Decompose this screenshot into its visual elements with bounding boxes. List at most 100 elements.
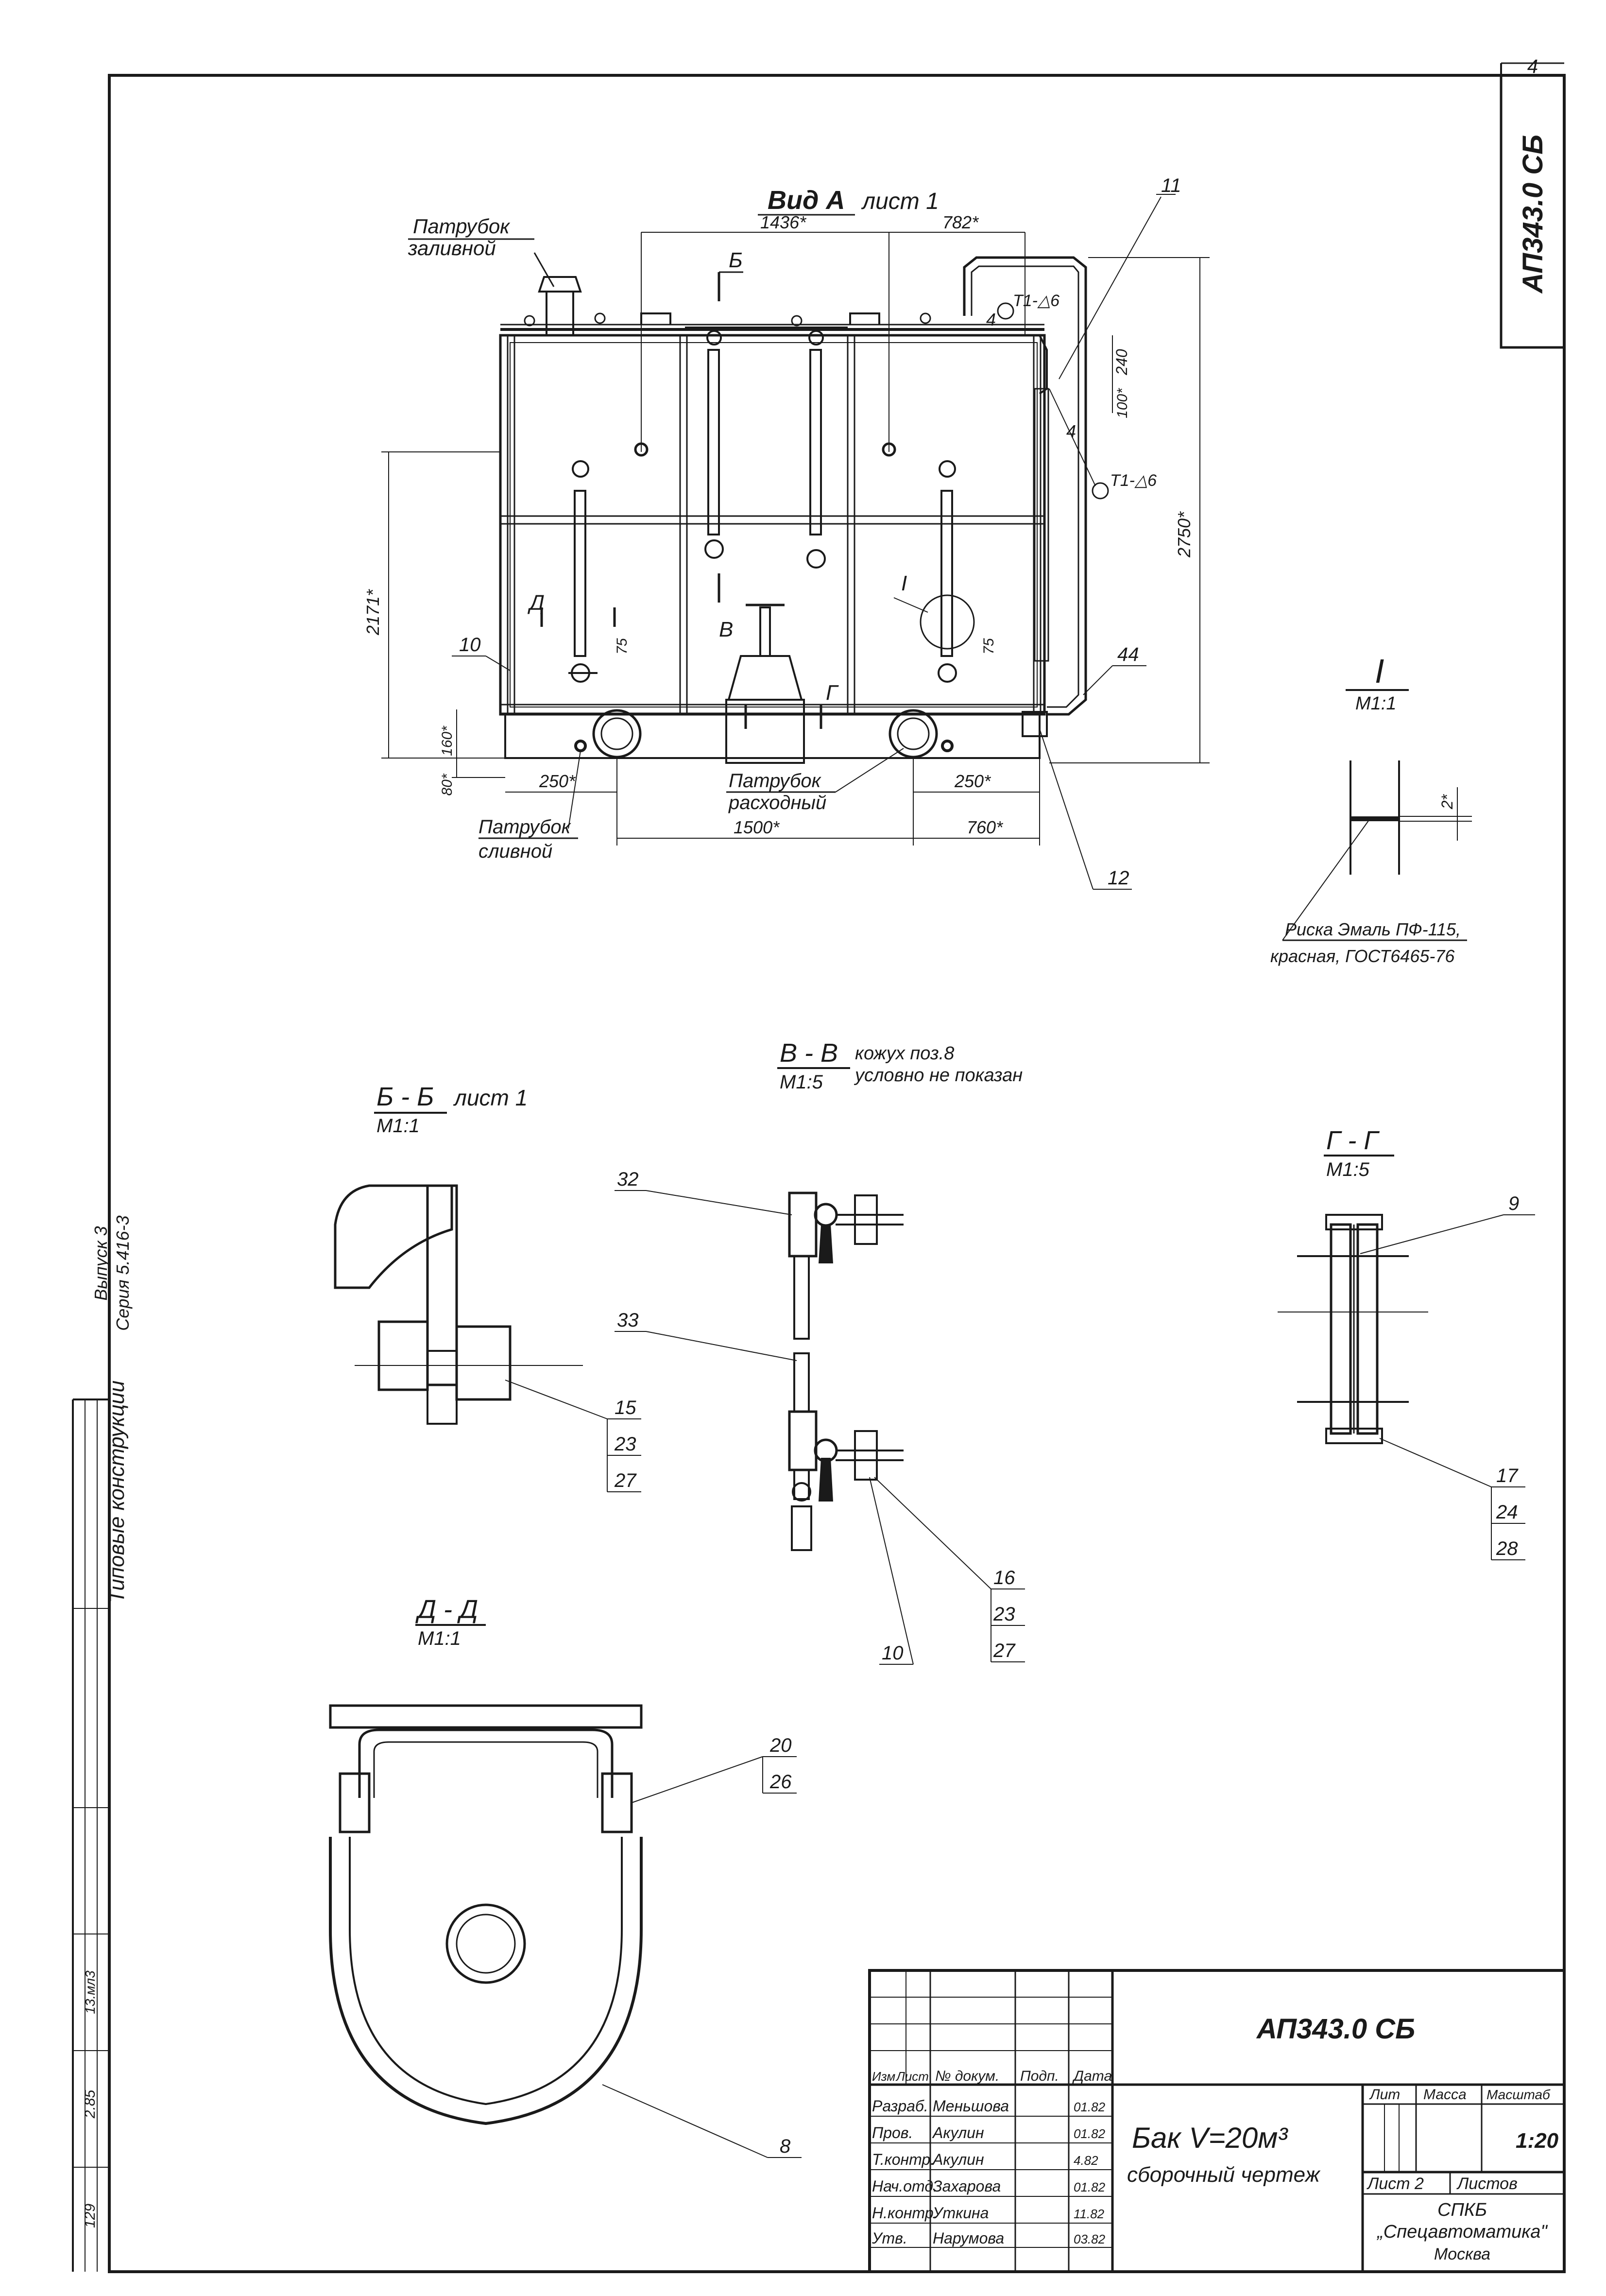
- tb-sheet: Лист 2: [1367, 2175, 1424, 2193]
- section-gg: Г - Г М1:5 9 17 24 28: [1278, 1126, 1535, 1560]
- section-vv-note-1: кожух поз.8: [855, 1043, 954, 1064]
- label-outlet-1: Патрубок: [729, 770, 822, 792]
- weld-mark-1: Т1-△6: [1013, 292, 1059, 310]
- margin-series: Серия 5.416-3: [113, 1215, 133, 1330]
- tb-date-4: 11.82: [1074, 2207, 1105, 2221]
- dd-pos-8: 8: [780, 2136, 791, 2157]
- sec-v-bottom: В: [719, 618, 733, 641]
- page-number: 4: [1527, 56, 1538, 77]
- dim-75-right: 75: [981, 638, 997, 655]
- dim-782: 782*: [942, 212, 979, 232]
- tb-scale: 1:20: [1516, 2129, 1559, 2153]
- tb-date-1: 01.82: [1074, 2126, 1106, 2141]
- gauge-glass-1: [568, 460, 598, 683]
- tb-code: АП343.0 СБ: [1256, 2013, 1415, 2045]
- tb-hdr-0: Изм: [872, 2069, 895, 2084]
- tb-mass-h: Масса: [1423, 2087, 1467, 2103]
- detail-i-dim: 2*: [1438, 794, 1456, 810]
- tb-date-5: 03.82: [1074, 2232, 1106, 2246]
- section-vv-scale: М1:5: [780, 1071, 823, 1093]
- tb-sheets: Листов: [1456, 2175, 1518, 2193]
- tb-role-0: Разраб.: [872, 2097, 928, 2115]
- dim-2171: 2171*: [363, 589, 383, 636]
- vv-pos-16: 16: [993, 1567, 1015, 1588]
- dim-75-left: 75: [614, 638, 630, 655]
- view-a-title: Вид А: [768, 186, 845, 215]
- dim-240: 240: [1113, 349, 1130, 376]
- section-vv-title: В - В: [780, 1038, 838, 1068]
- section-bb-title: Б - Б: [376, 1082, 434, 1111]
- tb-org-1: СПКБ: [1437, 2200, 1487, 2220]
- gauge-glass-3: [806, 330, 826, 569]
- detail-i-title: I: [1375, 652, 1384, 690]
- dd-pos-26: 26: [769, 1771, 792, 1793]
- gauge-glass-4: [920, 460, 975, 683]
- dim-1500: 1500*: [734, 817, 780, 837]
- dd-pos-20: 20: [769, 1735, 792, 1756]
- bb-pos-15: 15: [615, 1397, 636, 1418]
- tb-hdr-2: № докум.: [935, 2068, 999, 2084]
- tb-hdr-1: Лист: [895, 2069, 929, 2084]
- code-vertical: АП343.0 СБ: [1517, 135, 1549, 294]
- tb-name-2: Акулин: [932, 2151, 984, 2168]
- tb-org-2: „Спецавтоматика": [1376, 2222, 1548, 2242]
- dim-250-right: 250*: [954, 771, 991, 791]
- left-margin-strip: Выпуск 3 Серия 5.416-3 Типовые конструкц…: [72, 1215, 133, 2272]
- title-block: Изм Лист № докум. Подп. Дата Разраб. Мен…: [868, 1969, 1566, 2273]
- sec-d-left: Д: [527, 591, 545, 615]
- vv-pos-10: 10: [882, 1642, 904, 1664]
- pos-12: 12: [1108, 867, 1129, 889]
- tb-role-1: Пров.: [872, 2124, 913, 2141]
- tb-name-1: Акулин: [932, 2124, 984, 2141]
- pos-11: 11: [1161, 175, 1181, 196]
- view-a-sheet: лист 1: [861, 189, 939, 214]
- gg-pos-28: 28: [1496, 1538, 1518, 1559]
- detail-i-scale: М1:1: [1355, 693, 1396, 714]
- tb-name-0: Меньшова: [933, 2097, 1009, 2115]
- tb-role-5: Утв.: [871, 2229, 907, 2247]
- tb-name-4: Уткина: [932, 2204, 989, 2222]
- section-gg-scale: М1:5: [1326, 1159, 1370, 1180]
- tb-scale-h: Масштаб: [1486, 2087, 1551, 2102]
- section-vv-note-2: условно не показан: [854, 1065, 1023, 1086]
- dim-1436: 1436*: [760, 212, 806, 232]
- tb-org-3: Москва: [1434, 2245, 1490, 2263]
- tb-date-2: 4.82: [1074, 2153, 1098, 2168]
- label-drain-1: Патрубок: [478, 816, 572, 838]
- vv-pos-33: 33: [617, 1310, 639, 1331]
- tb-name-3: Захарова: [933, 2177, 1001, 2195]
- tb-name: Бак V=20м³: [1132, 2122, 1288, 2154]
- dim-80: 80*: [439, 773, 455, 795]
- section-bb: Б - Б лист 1 М1:1 15 23 27: [334, 1082, 641, 1492]
- dim-760: 760*: [967, 817, 1003, 837]
- vv-pos-23: 23: [993, 1604, 1015, 1625]
- sheet-frame: 4 АП343.0 СБ: [108, 56, 1566, 2273]
- gauge-glass-2: [704, 330, 724, 559]
- margin-category: Типовые конструкции: [105, 1381, 129, 1603]
- margin-inv-no: 129: [82, 2204, 98, 2228]
- dim-2750: 2750*: [1174, 511, 1194, 558]
- tb-lit-h: Лит: [1369, 2087, 1400, 2103]
- label-filler-1: Патрубок: [413, 215, 511, 238]
- bb-pos-27: 27: [614, 1470, 637, 1491]
- section-dd: Д - Д М1:1 20 26 8: [329, 1595, 802, 2158]
- vv-pos-27: 27: [993, 1640, 1016, 1661]
- sec-g: Г: [826, 681, 839, 705]
- pos-44: 44: [1117, 644, 1139, 665]
- tb-hdr-3: Подп.: [1020, 2068, 1059, 2084]
- section-bb-sheet: лист 1: [453, 1085, 528, 1110]
- section-gg-title: Г - Г: [1326, 1126, 1380, 1155]
- detail-i-note-2: красная, ГОСТ6465-76: [1270, 946, 1455, 966]
- tb-name-5: Нарумова: [933, 2229, 1004, 2247]
- gg-pos-24: 24: [1496, 1502, 1518, 1523]
- dim-250-left: 250*: [539, 771, 576, 791]
- gg-pos-17: 17: [1496, 1465, 1519, 1486]
- sec-i: I: [901, 571, 907, 595]
- section-dd-scale: М1:1: [418, 1628, 461, 1649]
- margin-date: 13.мл3: [83, 1970, 98, 2014]
- tb-role-3: Нач.отд.: [872, 2177, 938, 2195]
- label-filler-2: заливной: [408, 237, 496, 259]
- tb-role-4: Н.контр.: [872, 2204, 938, 2222]
- margin-mark: 2.85: [82, 2089, 98, 2119]
